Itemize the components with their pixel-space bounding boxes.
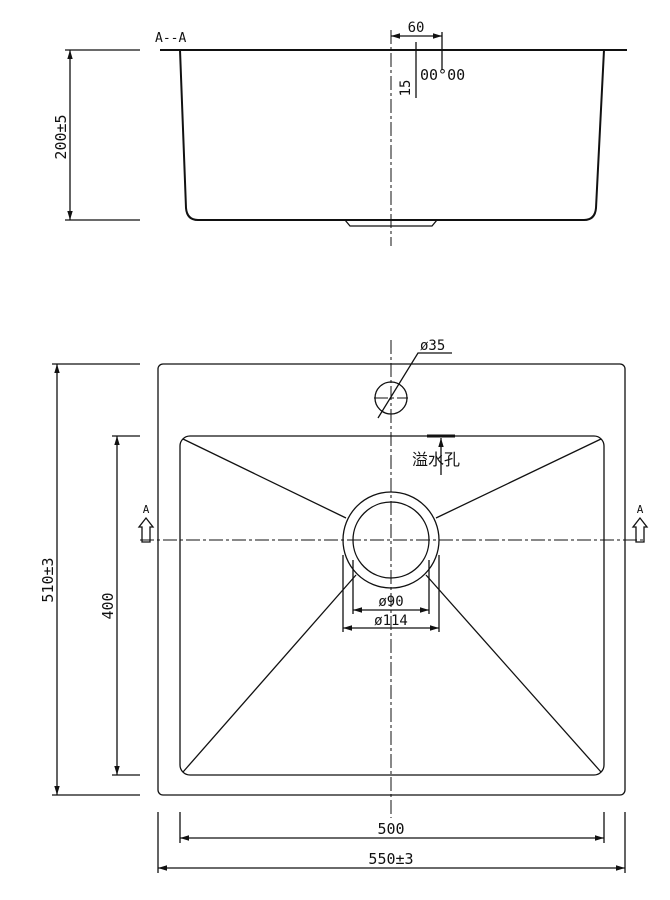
section-marker-left: A: [143, 503, 150, 516]
section-arrow-right: [631, 516, 649, 543]
section-view: A--A 200±5 60 15 00°00: [52, 20, 627, 246]
outer-width-dimension: 550±3: [368, 850, 413, 868]
overflow-hole-marks: 00°00: [420, 66, 465, 84]
outer-depth-dimension: 510±3: [39, 557, 57, 602]
inner-depth-dimension: 400: [99, 592, 117, 619]
hole-depth-dimension: 15: [398, 80, 414, 97]
plan-view: ø35 溢水孔 A A ø90 ø114 500 550±3 510±3 400: [39, 338, 649, 873]
drain-outer-dimension: ø114: [374, 613, 408, 629]
sink-section-profile: [160, 49, 627, 221]
height-dimension: 200±5: [52, 114, 70, 159]
section-marker-right: A: [637, 503, 644, 516]
faucet-hole-dimension: ø35: [420, 338, 445, 354]
hole-offset-dimension: 60: [408, 20, 425, 36]
inner-bowl: [179, 435, 605, 776]
inner-width-dimension: 500: [377, 820, 404, 838]
drain-inner-dimension: ø90: [378, 594, 403, 610]
section-arrow-left: [137, 516, 155, 543]
bowl-diagonals: [182, 438, 602, 773]
section-label: A--A: [155, 31, 186, 46]
overflow-label: 溢水孔: [412, 450, 460, 469]
